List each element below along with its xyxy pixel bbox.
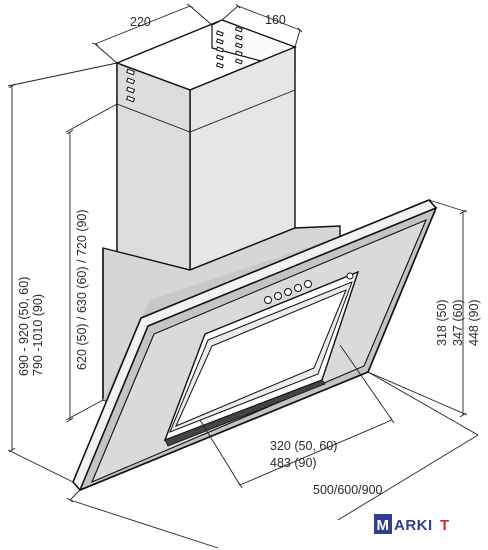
- control-button-4: [294, 284, 302, 292]
- logo-tail-mark: T: [440, 517, 450, 534]
- control-button-3: [284, 288, 292, 296]
- logo-box-letter: M: [377, 517, 390, 534]
- control-button-5: [304, 280, 312, 288]
- inner-vent-slots: [215, 26, 243, 69]
- control-button-2: [274, 292, 282, 300]
- control-button-1: [264, 296, 272, 304]
- logo-text: ARKI: [394, 517, 433, 534]
- dim-chimney-width: 160: [265, 13, 286, 27]
- chimney-joint-line: [116, 89, 296, 133]
- control-buttons: [264, 272, 354, 304]
- dim-chimney-depth: 220: [130, 15, 151, 29]
- dim-total-height-line2: 790 -1010 (90): [31, 294, 45, 376]
- dim-panel-height-line3: 448 (90): [467, 299, 481, 346]
- dim-hood-width: 500/600/900: [313, 483, 383, 497]
- chimney-left-face: [116, 61, 191, 271]
- indicator-light: [346, 272, 354, 280]
- brand-logo: M ARKI T: [374, 514, 450, 534]
- dim-panel-height-line2: 347 (60): [451, 299, 465, 346]
- dim-body-depth-line1: 320 (50, 60): [270, 439, 337, 453]
- dim-total-height-line1: 690 - 920 (50, 60): [17, 277, 31, 376]
- dim-chimney-height: 620 (50) / 630 (60) / 720 (90): [75, 209, 89, 370]
- glass-panel: [72, 199, 438, 492]
- logo-box: [374, 514, 392, 534]
- dim-body-depth-line2: 483 (90): [270, 456, 317, 470]
- dim-panel-height-line1: 318 (50): [435, 299, 449, 346]
- dimension-lines: [7, 3, 479, 549]
- left-vent-slots: [126, 68, 136, 103]
- chimney: [115, 19, 297, 272]
- dimension-labels: 220 160 690 - 920 (50, 60) 790 -1010 (90…: [17, 13, 481, 497]
